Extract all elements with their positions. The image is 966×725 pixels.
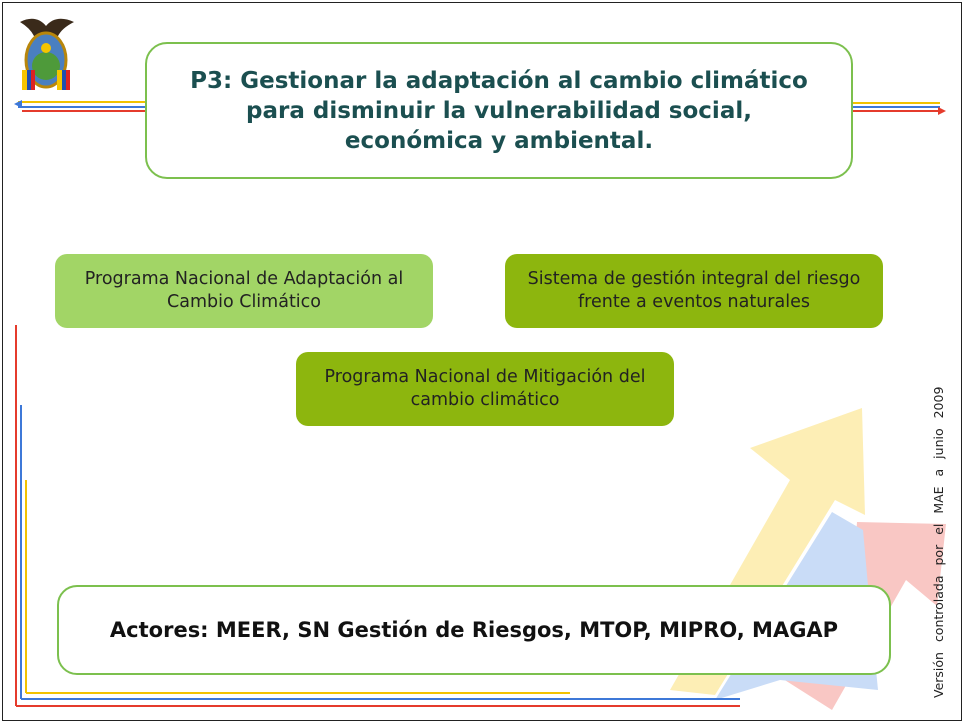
program-gestion-riesgo-box: Sistema de gestión integral del riesgo f… [505, 254, 883, 328]
actors-text: Actores: MEER, SN Gestión de Riesgos, MT… [109, 618, 839, 642]
actors-box: Actores: MEER, SN Gestión de Riesgos, MT… [57, 585, 891, 675]
slide-title: P3: Gestionar la adaptación al cambio cl… [190, 67, 808, 154]
program-mitigacion-label: Programa Nacional de Mitigación del camb… [324, 367, 646, 410]
program-mitigacion-box: Programa Nacional de Mitigación del camb… [296, 352, 674, 426]
program-gestion-riesgo-label: Sistema de gestión integral del riesgo f… [527, 269, 861, 312]
version-note: Versión controlada por el MAE a junio 20… [931, 386, 946, 698]
program-adaptacion-label: Programa Nacional de Adaptación al Cambi… [84, 269, 404, 312]
ecuador-coat-of-arms-logo [20, 18, 74, 90]
program-adaptacion-box: Programa Nacional de Adaptación al Cambi… [55, 254, 433, 328]
title-box: P3: Gestionar la adaptación al cambio cl… [145, 42, 853, 179]
